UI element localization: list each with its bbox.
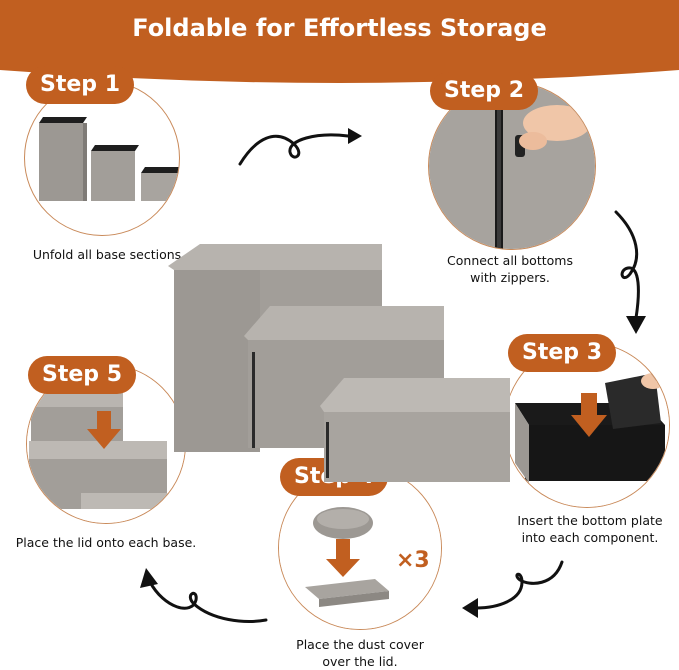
step-3-badge: Step 3 (508, 334, 616, 372)
step-1-badge: Step 1 (26, 66, 134, 104)
step-5-caption: Place the lid onto each base. (15, 535, 197, 550)
arrow-step3-to-step4-icon (462, 560, 564, 618)
pet-stairs-image (160, 236, 520, 484)
step-3-caption-line-1: Insert the bottom plate (517, 513, 663, 528)
step-1-caption: Unfold all base sections. (32, 247, 186, 262)
arrow-step4-to-step5-icon (140, 568, 268, 623)
step-2-caption-line-2: with zippers. (470, 270, 550, 285)
step-4-caption-line-1: Place the dust cover (296, 637, 424, 652)
header-banner: Foldable for Effortless Storage (0, 0, 679, 86)
step-4-caption: Place the dust cover over the lid. (270, 636, 450, 670)
step-2-image (428, 82, 596, 250)
step-4-caption-line-2: over the lid. (322, 654, 398, 669)
step-3-caption: Insert the bottom plate into each compon… (500, 512, 679, 546)
step-3-caption-line-2: into each component. (521, 530, 659, 545)
step-5-badge: Step 5 (28, 356, 136, 394)
step-2-badge: Step 2 (430, 72, 538, 110)
step-1-image (24, 80, 180, 236)
step-2-caption-line-1: Connect all bottoms (447, 253, 573, 268)
quantity-multiplier: ×3 (396, 548, 430, 573)
page-title: Foldable for Effortless Storage (132, 14, 547, 42)
step-2-caption: Connect all bottoms with zippers. (420, 252, 600, 286)
arrow-step2-to-step3-icon (614, 210, 646, 334)
arrow-step1-to-step2-icon (238, 128, 362, 166)
